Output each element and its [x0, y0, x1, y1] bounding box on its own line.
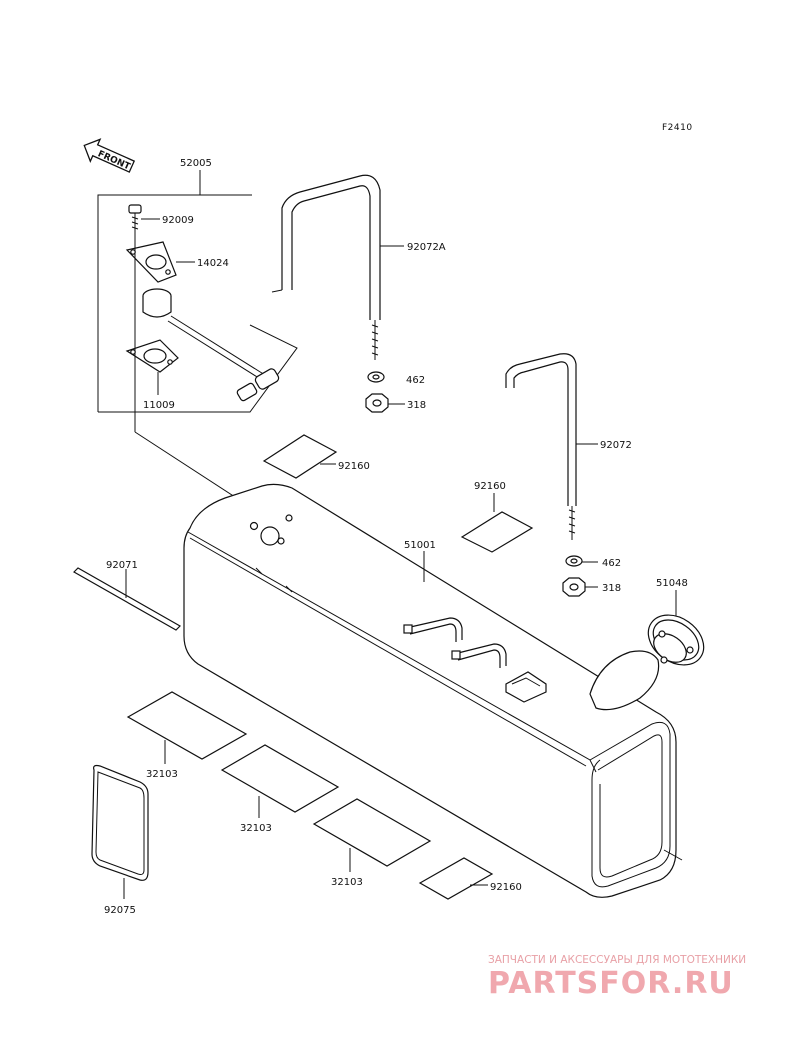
- label-32103-b: 32103: [240, 823, 272, 834]
- figure-code: F2410: [662, 123, 693, 133]
- label-92160-right: 92160: [474, 481, 506, 492]
- pad-32103-a: [126, 691, 248, 760]
- washer-462-bottom: [565, 555, 583, 567]
- label-462-top: 462: [406, 375, 425, 386]
- label-92160-bottom: 92160: [490, 882, 522, 893]
- pad-32103-c: [312, 798, 432, 867]
- label-92009: 92009: [162, 215, 194, 226]
- pad-92160-bottom: [418, 857, 494, 900]
- label-51001: 51001: [404, 540, 436, 551]
- panel-92075: [91, 764, 149, 881]
- label-32103-c: 32103: [331, 877, 363, 888]
- watermark-logo: PARTSFOR.RU: [488, 966, 734, 1001]
- label-52005: 52005: [180, 158, 212, 169]
- plate-14024: [125, 241, 177, 283]
- label-92072: 92072: [600, 440, 632, 451]
- washer-462-top: [367, 371, 385, 383]
- pad-32103-b: [220, 744, 340, 813]
- label-318-bottom: 318: [602, 583, 621, 594]
- fuel-cap-51048: [647, 614, 705, 666]
- strip-92071: [73, 567, 181, 631]
- label-11009: 11009: [143, 400, 175, 411]
- label-92075: 92075: [104, 905, 136, 916]
- fuel-level-sender: [142, 288, 280, 402]
- label-32103-a: 32103: [146, 769, 178, 780]
- pad-92160-top: [262, 434, 338, 479]
- label-92160-top: 92160: [338, 461, 370, 472]
- label-51048: 51048: [656, 578, 688, 589]
- strap-92072: [505, 353, 577, 540]
- nut-318-top: [365, 393, 389, 413]
- label-462-bottom: 462: [602, 558, 621, 569]
- nut-318-bottom: [562, 577, 586, 597]
- label-318-top: 318: [407, 400, 426, 411]
- label-92071: 92071: [106, 560, 138, 571]
- watermark-tagline: ЗАПЧАСТИ И АКСЕССУАРЫ ДЛЯ МОТОТЕХНИКИ: [488, 954, 746, 966]
- screw-92009: [128, 204, 142, 232]
- pad-92160-right: [460, 511, 534, 553]
- strap-92072A: [271, 174, 381, 360]
- front-arrow-icon: FRONT: [83, 138, 136, 173]
- label-14024: 14024: [197, 258, 229, 269]
- fuel-tank-51001: [183, 483, 683, 898]
- label-92072A: 92072A: [407, 242, 446, 253]
